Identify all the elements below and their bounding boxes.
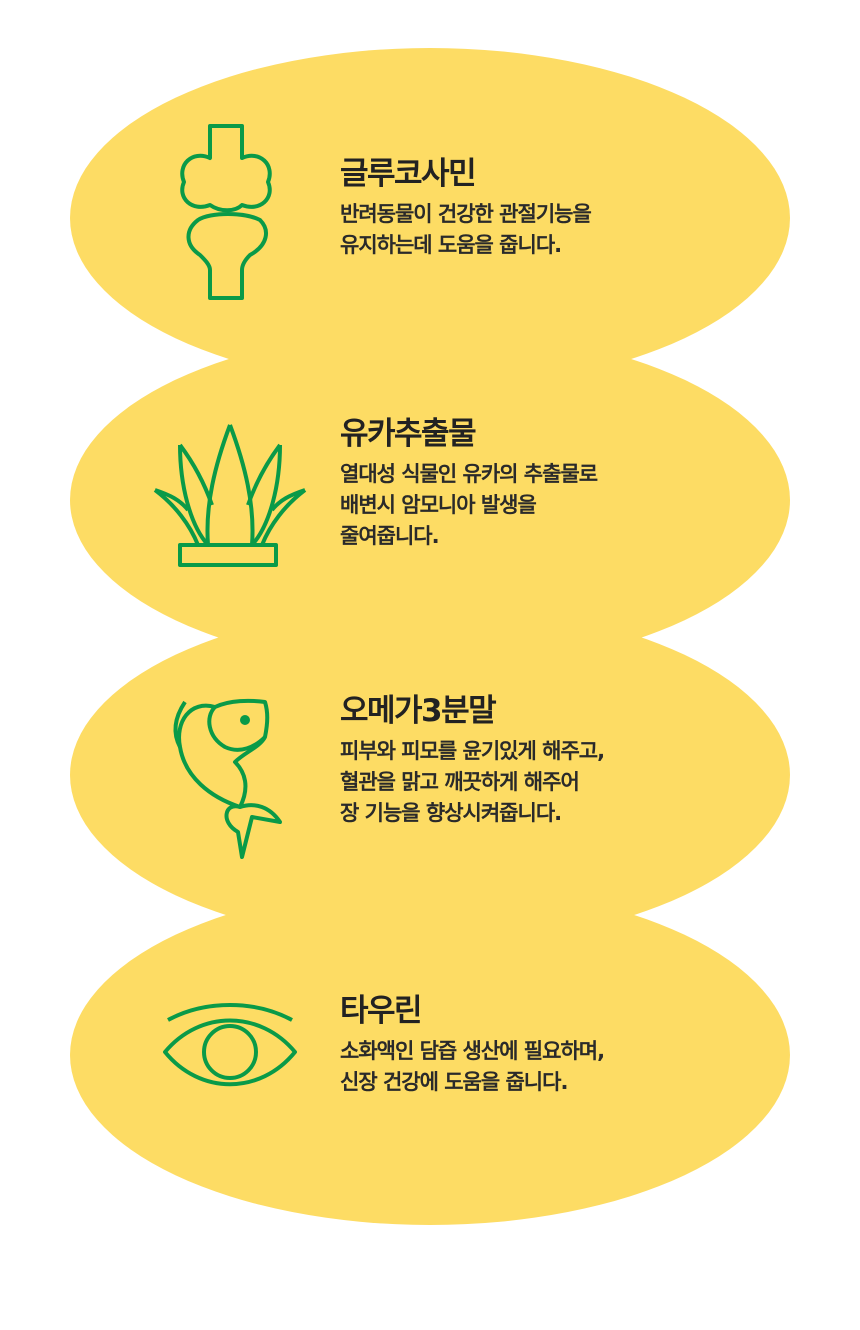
ingredient-item: 글루코사민 반려동물이 건강한 관절기능을 유지하는데 도움을 줍니다.: [340, 148, 592, 261]
ingredient-description: 반려동물이 건강한 관절기능을 유지하는데 도움을 줍니다.: [340, 202, 592, 257]
yucca-plant-icon: [150, 415, 310, 595]
ingredient-title: 오메가3분말: [340, 693, 497, 729]
fish-icon: [150, 692, 310, 872]
ingredient-item: 타우린 소화액인 담즙 생산에 필요하며, 신장 건강에 도움을 줍니다.: [340, 985, 605, 1098]
ingredient-card-background: [70, 885, 790, 1225]
ingredient-title: 유카추출물: [340, 416, 477, 452]
ingredient-description: 피부와 피모를 윤기있게 해주고, 혈관을 맑고 깨끗하게 해주어 장 기능을 …: [340, 739, 605, 825]
eye-icon: [150, 990, 310, 1170]
ingredient-title: 타우린: [340, 993, 423, 1029]
ingredient-title: 글루코사민: [340, 156, 477, 192]
ingredient-item: 오메가3분말 피부와 피모를 윤기있게 해주고, 혈관을 맑고 깨끗하게 해주어…: [340, 685, 605, 829]
bone-joint-icon: [150, 120, 310, 300]
ingredient-description: 소화액인 담즙 생산에 필요하며, 신장 건강에 도움을 줍니다.: [340, 1039, 605, 1094]
ingredient-item: 유카추출물 열대성 식물인 유카의 추출물로 배변시 암모니아 발생을 줄여줍니…: [340, 408, 598, 552]
ingredient-description: 열대성 식물인 유카의 추출물로 배변시 암모니아 발생을 줄여줍니다.: [340, 462, 598, 548]
